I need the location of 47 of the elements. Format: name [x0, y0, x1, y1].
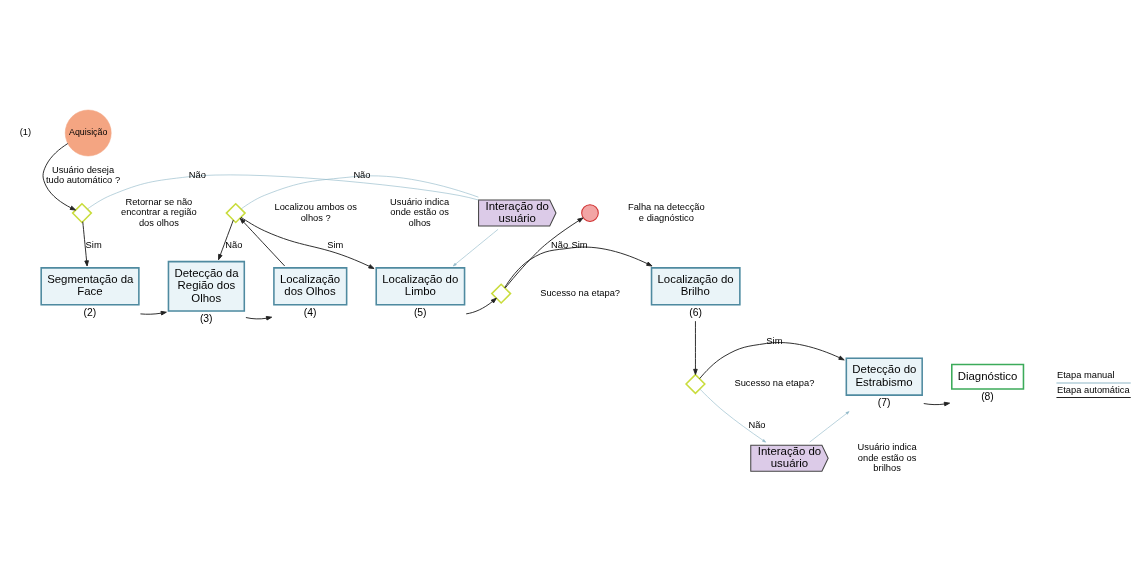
edge-label: Sim	[85, 239, 102, 250]
node-circle	[581, 204, 599, 222]
node-label: (5)	[413, 306, 427, 318]
arrow	[452, 229, 499, 267]
connector	[240, 175, 479, 210]
arrow	[240, 216, 375, 269]
node-label: Sucesso na etapa?	[540, 287, 621, 298]
node-label: (7)	[877, 397, 891, 409]
arrow	[465, 297, 497, 315]
edge-label: Usuário deseja tudo automático ?	[45, 164, 121, 186]
node-label: (1)	[19, 127, 32, 138]
arrow	[923, 401, 951, 407]
legend-label: Etapa manual	[1056, 369, 1115, 380]
edge-label: Não	[748, 420, 766, 431]
edge-label: Sim	[571, 239, 588, 250]
node-label: Falha na detecção e diagnóstico	[627, 202, 705, 223]
label: Usuário indica onde estão os brilhos	[857, 442, 917, 473]
node-label: (6)	[689, 306, 702, 318]
arrow	[504, 217, 584, 289]
node-label: Localizou ambos os olhos ?	[274, 202, 357, 223]
arrow	[809, 411, 850, 443]
arrow	[699, 342, 845, 379]
node-circle: Aquisição	[64, 109, 112, 157]
arrow	[82, 221, 89, 267]
arrow	[693, 320, 698, 375]
arrow	[42, 143, 77, 211]
arrow	[218, 219, 234, 261]
edge-label: Sim	[327, 239, 344, 250]
node-label: (3)	[199, 313, 213, 325]
arrow	[699, 388, 766, 443]
arrow	[504, 246, 653, 289]
arrow	[139, 310, 167, 316]
node-label: (2)	[83, 306, 97, 318]
connector	[87, 174, 479, 210]
legend-label: Etapa automática	[1056, 384, 1130, 395]
node-label: (4)	[303, 306, 317, 318]
label: Retornar se não encontrar a região dos olhos	[120, 196, 197, 228]
edge-label: Não	[353, 169, 371, 180]
label: Usuário indica onde estão os olhos	[390, 196, 450, 228]
arrow	[239, 217, 286, 267]
edge-label: Não	[225, 239, 243, 250]
edge-label: Não	[551, 239, 569, 250]
node-label: Sucesso na etapa?	[734, 378, 815, 389]
node-label: (8)	[981, 391, 994, 403]
node-diamond	[685, 373, 706, 395]
arrow	[245, 316, 273, 321]
edge-label: Não	[188, 169, 206, 180]
